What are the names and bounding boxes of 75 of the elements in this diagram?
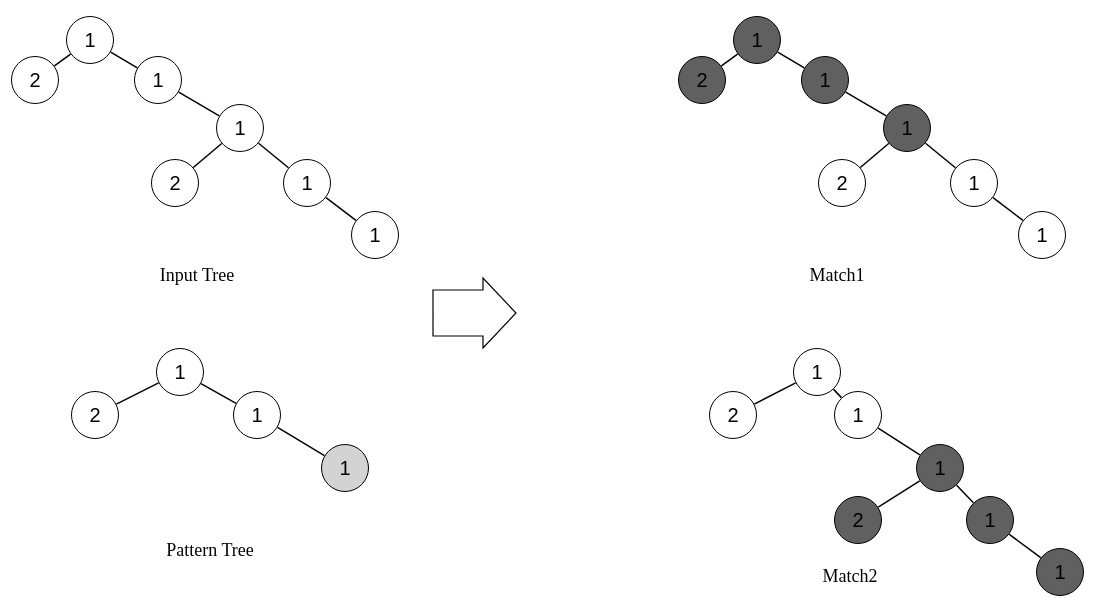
- tree-edge: [109, 51, 139, 69]
- tree-edge: [776, 51, 806, 69]
- node-value: 1: [1054, 562, 1066, 582]
- tree-caption: Match2: [822, 566, 878, 587]
- node-value: 1: [251, 405, 263, 425]
- node-value: 2: [852, 510, 864, 530]
- tree-edge: [924, 142, 957, 169]
- tree-node-circle: [71, 391, 119, 439]
- node-value: 1: [901, 118, 913, 138]
- tree-node-circle: [1036, 548, 1084, 596]
- tree-edge: [325, 196, 357, 222]
- tree-edge: [257, 142, 290, 169]
- tree-node-circle: [66, 16, 114, 64]
- tree-edge: [192, 142, 223, 169]
- tree-node-circle: [134, 56, 182, 104]
- tree-caption: Input Tree: [159, 265, 235, 286]
- tree-node-circle: [151, 159, 199, 207]
- tree-node-circle: [11, 56, 59, 104]
- node-value: 1: [369, 225, 381, 245]
- tree-node-circle: [233, 391, 281, 439]
- tree-node-circle: [351, 211, 399, 259]
- node-value: 1: [968, 173, 980, 193]
- tree-node-circle: [321, 444, 369, 492]
- tree-edge: [276, 426, 326, 457]
- node-value: 1: [819, 70, 831, 90]
- node-value: 1: [339, 458, 351, 478]
- tree-node-circle: [156, 348, 204, 396]
- tree-node-circle: [733, 16, 781, 64]
- node-value: 1: [1036, 225, 1048, 245]
- node-value: 1: [301, 173, 313, 193]
- tree-node-circle: [818, 159, 866, 207]
- tree-node-circle: [801, 56, 849, 104]
- node-value: 1: [174, 362, 186, 382]
- tree-caption: Pattern Tree: [166, 540, 254, 561]
- node-value: 2: [836, 173, 848, 193]
- tree-node-circle: [883, 104, 931, 152]
- node-value: 1: [984, 510, 996, 530]
- tree-edge: [955, 484, 975, 504]
- tree-caption: Match1: [809, 265, 865, 286]
- node-value: 2: [89, 405, 101, 425]
- node-value: 1: [234, 118, 246, 138]
- node-value: 1: [84, 30, 96, 50]
- node-value: 1: [811, 362, 823, 382]
- tree-node-circle: [678, 56, 726, 104]
- node-value: 1: [751, 30, 763, 50]
- tree-edge: [177, 91, 221, 117]
- tree-edge: [200, 382, 237, 405]
- tree-edge: [877, 480, 921, 508]
- tree-edge: [720, 53, 739, 67]
- tree-node-circle: [916, 444, 964, 492]
- tree-edge: [53, 53, 72, 67]
- tree-edge: [115, 382, 160, 405]
- tree-node-circle: [834, 391, 882, 439]
- tree-edge: [992, 196, 1024, 222]
- node-value: 2: [696, 70, 708, 90]
- tree-node-circle: [966, 496, 1014, 544]
- tree-node-circle: [1018, 211, 1066, 259]
- node-value: 1: [852, 405, 864, 425]
- node-value: 2: [727, 405, 739, 425]
- tree-node-circle: [216, 104, 264, 152]
- tree-edge: [877, 427, 921, 456]
- tree-node-circle: [283, 159, 331, 207]
- tree-edge: [844, 91, 888, 117]
- tree-node-circle: [834, 496, 882, 544]
- node-value: 2: [29, 70, 41, 90]
- tree-node-circle: [793, 348, 841, 396]
- node-value: 2: [169, 173, 181, 193]
- tree-edge: [1008, 533, 1042, 559]
- tree-edge: [859, 142, 890, 169]
- node-value: 1: [152, 70, 164, 90]
- tree-node-circle: [709, 391, 757, 439]
- node-value: 1: [934, 458, 946, 478]
- tree-edge: [832, 388, 843, 399]
- tree-node-circle: [950, 159, 998, 207]
- tree-edge: [753, 382, 797, 405]
